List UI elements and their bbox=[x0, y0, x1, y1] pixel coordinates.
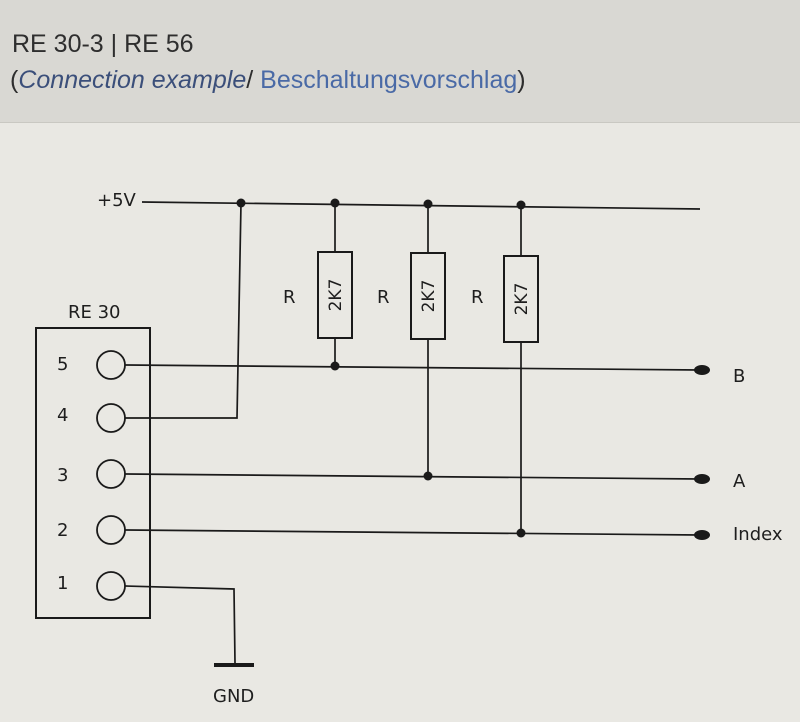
page-title: RE 30-3 | RE 56 bbox=[12, 30, 194, 58]
pin-number-2: 2 bbox=[57, 520, 68, 541]
pin-terminal-5 bbox=[96, 350, 126, 380]
junction-r2-a bbox=[423, 471, 433, 481]
resistor-1-designator: R bbox=[283, 287, 296, 308]
pin-number-3: 3 bbox=[57, 465, 68, 486]
output-label-b: B bbox=[733, 366, 745, 387]
connector-label: RE 30 bbox=[68, 302, 121, 323]
pin-number-4: 4 bbox=[57, 405, 68, 426]
supply-rail bbox=[141, 201, 701, 210]
pin-terminal-1 bbox=[96, 571, 126, 601]
wire-output-index bbox=[124, 529, 701, 536]
terminal-index bbox=[694, 530, 710, 540]
subtitle-separator: / bbox=[246, 66, 261, 94]
resistor-3-value: 2K7 bbox=[512, 283, 532, 316]
wire-output-b bbox=[124, 364, 701, 371]
output-label-index: Index bbox=[733, 524, 783, 545]
resistor-3-designator: R bbox=[471, 287, 484, 308]
ground-label: GND bbox=[213, 686, 254, 707]
resistor-1-value: 2K7 bbox=[326, 279, 346, 312]
pin-number-1: 1 bbox=[57, 573, 68, 594]
supply-label: +5V bbox=[97, 190, 137, 211]
terminal-a bbox=[694, 474, 710, 484]
connector-body bbox=[35, 327, 151, 619]
wire-pin4-supply bbox=[125, 202, 242, 419]
wire-output-a bbox=[124, 473, 701, 480]
pin-number-5: 5 bbox=[57, 354, 68, 375]
wire-ground bbox=[124, 585, 236, 664]
output-label-a: A bbox=[733, 471, 746, 492]
header-band: RE 30-3 | RE 56 (Connection example/ Bes… bbox=[0, 0, 800, 123]
pin-terminal-3 bbox=[96, 459, 126, 489]
resistor-2-designator: R bbox=[377, 287, 390, 308]
page-subtitle: (Connection example/ Beschaltungsvorschl… bbox=[10, 66, 526, 95]
resistor-2-value: 2K7 bbox=[419, 280, 439, 313]
subtitle-german: Beschaltungsvorschlag bbox=[260, 66, 518, 94]
pin-terminal-4 bbox=[96, 403, 126, 433]
subtitle-close: ) bbox=[517, 66, 526, 94]
pin-terminal-2 bbox=[96, 515, 126, 545]
subtitle-english: Connection example bbox=[18, 66, 247, 94]
subtitle-open: ( bbox=[10, 66, 19, 94]
terminal-b bbox=[694, 365, 710, 375]
junction-r1-b bbox=[330, 361, 340, 371]
junction-r3-index bbox=[516, 528, 526, 538]
